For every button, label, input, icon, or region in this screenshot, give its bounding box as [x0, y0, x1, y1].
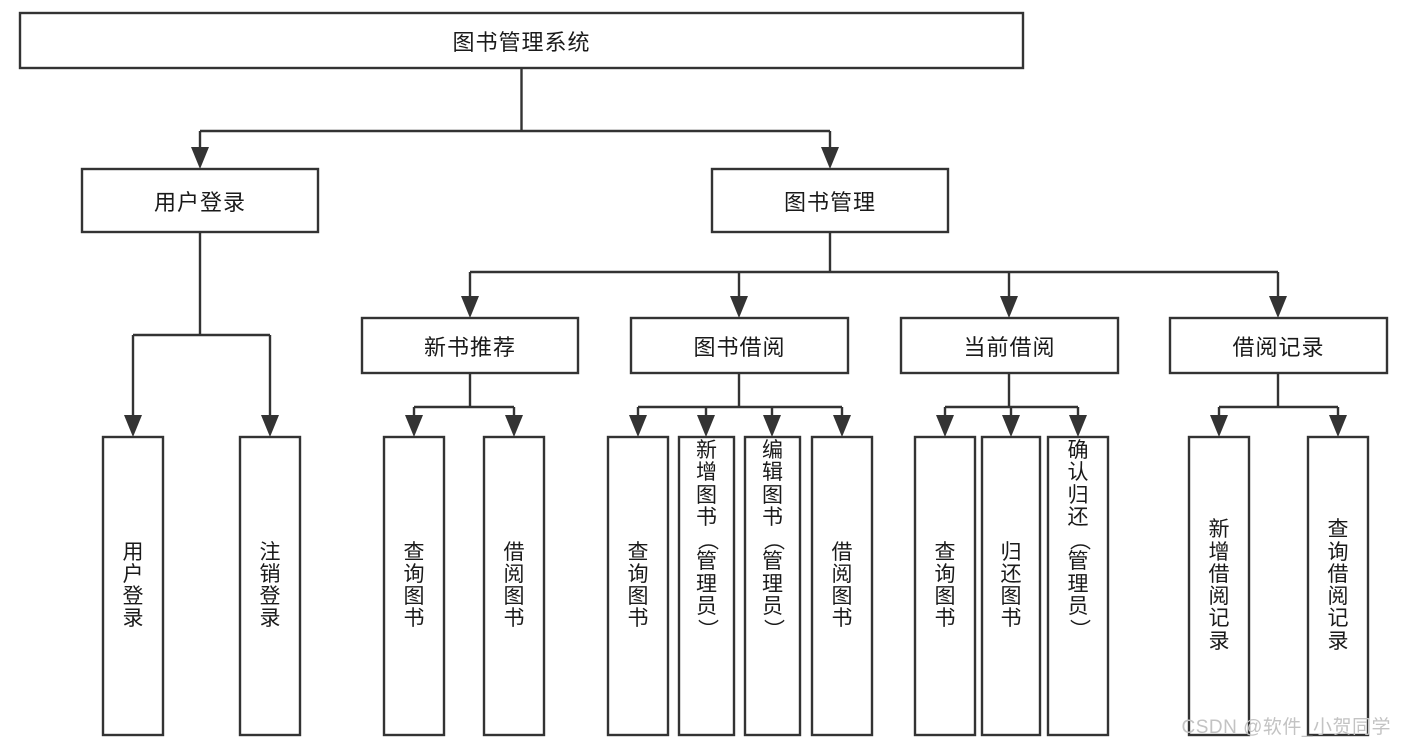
- arrow-head-icon: [1210, 415, 1228, 437]
- arrow-head-icon: [124, 415, 142, 437]
- arrow-head-icon: [1069, 415, 1087, 437]
- arrow-head-icon: [833, 415, 851, 437]
- node-leaf-return-book[interactable]: [980, 435, 1042, 737]
- node-leaf-query-book-1[interactable]: [382, 435, 446, 737]
- watermark: CSDN @软件_小贺同学: [1181, 717, 1391, 738]
- connector-group-book-borrow: [629, 373, 851, 437]
- node-leaf-query-book-2[interactable]: [606, 435, 670, 737]
- node-leaf-user-login[interactable]: [101, 435, 165, 737]
- node-user-login[interactable]: [80, 167, 320, 234]
- node-current-borrow[interactable]: [899, 316, 1120, 375]
- arrow-head-icon: [191, 147, 209, 169]
- connector-group-user-login: [124, 232, 279, 437]
- arrow-head-icon: [1269, 296, 1287, 318]
- arrow-head-icon: [1329, 415, 1347, 437]
- node-borrow-record[interactable]: [1168, 316, 1389, 375]
- arrow-head-icon: [730, 296, 748, 318]
- arrow-head-icon: [505, 415, 523, 437]
- connector-group-new-book-recommend: [405, 373, 523, 437]
- arrow-head-icon: [629, 415, 647, 437]
- node-leaf-query-book-3[interactable]: [913, 435, 977, 737]
- node-book-borrow[interactable]: [629, 316, 850, 375]
- node-leaf-logout-login[interactable]: [238, 435, 302, 737]
- node-leaf-borrow-book-1[interactable]: [482, 435, 546, 737]
- arrow-head-icon: [405, 415, 423, 437]
- arrow-head-icon: [261, 415, 279, 437]
- connector-group-root: [191, 68, 839, 169]
- connector-group-borrow-record: [1210, 373, 1347, 437]
- node-leaf-add-book[interactable]: [677, 435, 736, 737]
- arrow-head-icon: [821, 147, 839, 169]
- node-leaf-query-borrow-record[interactable]: [1306, 435, 1370, 737]
- node-leaf-confirm-return[interactable]: [1046, 435, 1110, 737]
- node-leaf-add-borrow-record[interactable]: [1187, 435, 1251, 737]
- arrow-head-icon: [763, 415, 781, 437]
- connector-group-book-manage: [461, 232, 1287, 318]
- node-leaf-edit-book[interactable]: [743, 435, 802, 737]
- connector-group-current-borrow: [936, 373, 1087, 437]
- arrow-head-icon: [1002, 415, 1020, 437]
- arrow-head-icon: [697, 415, 715, 437]
- node-book-manage[interactable]: [710, 167, 950, 234]
- node-new-book-recommend[interactable]: [360, 316, 580, 375]
- node-root[interactable]: [18, 11, 1025, 70]
- arrow-head-icon: [936, 415, 954, 437]
- arrow-head-icon: [461, 296, 479, 318]
- arrow-head-icon: [1000, 296, 1018, 318]
- node-leaf-borrow-book-2[interactable]: [810, 435, 874, 737]
